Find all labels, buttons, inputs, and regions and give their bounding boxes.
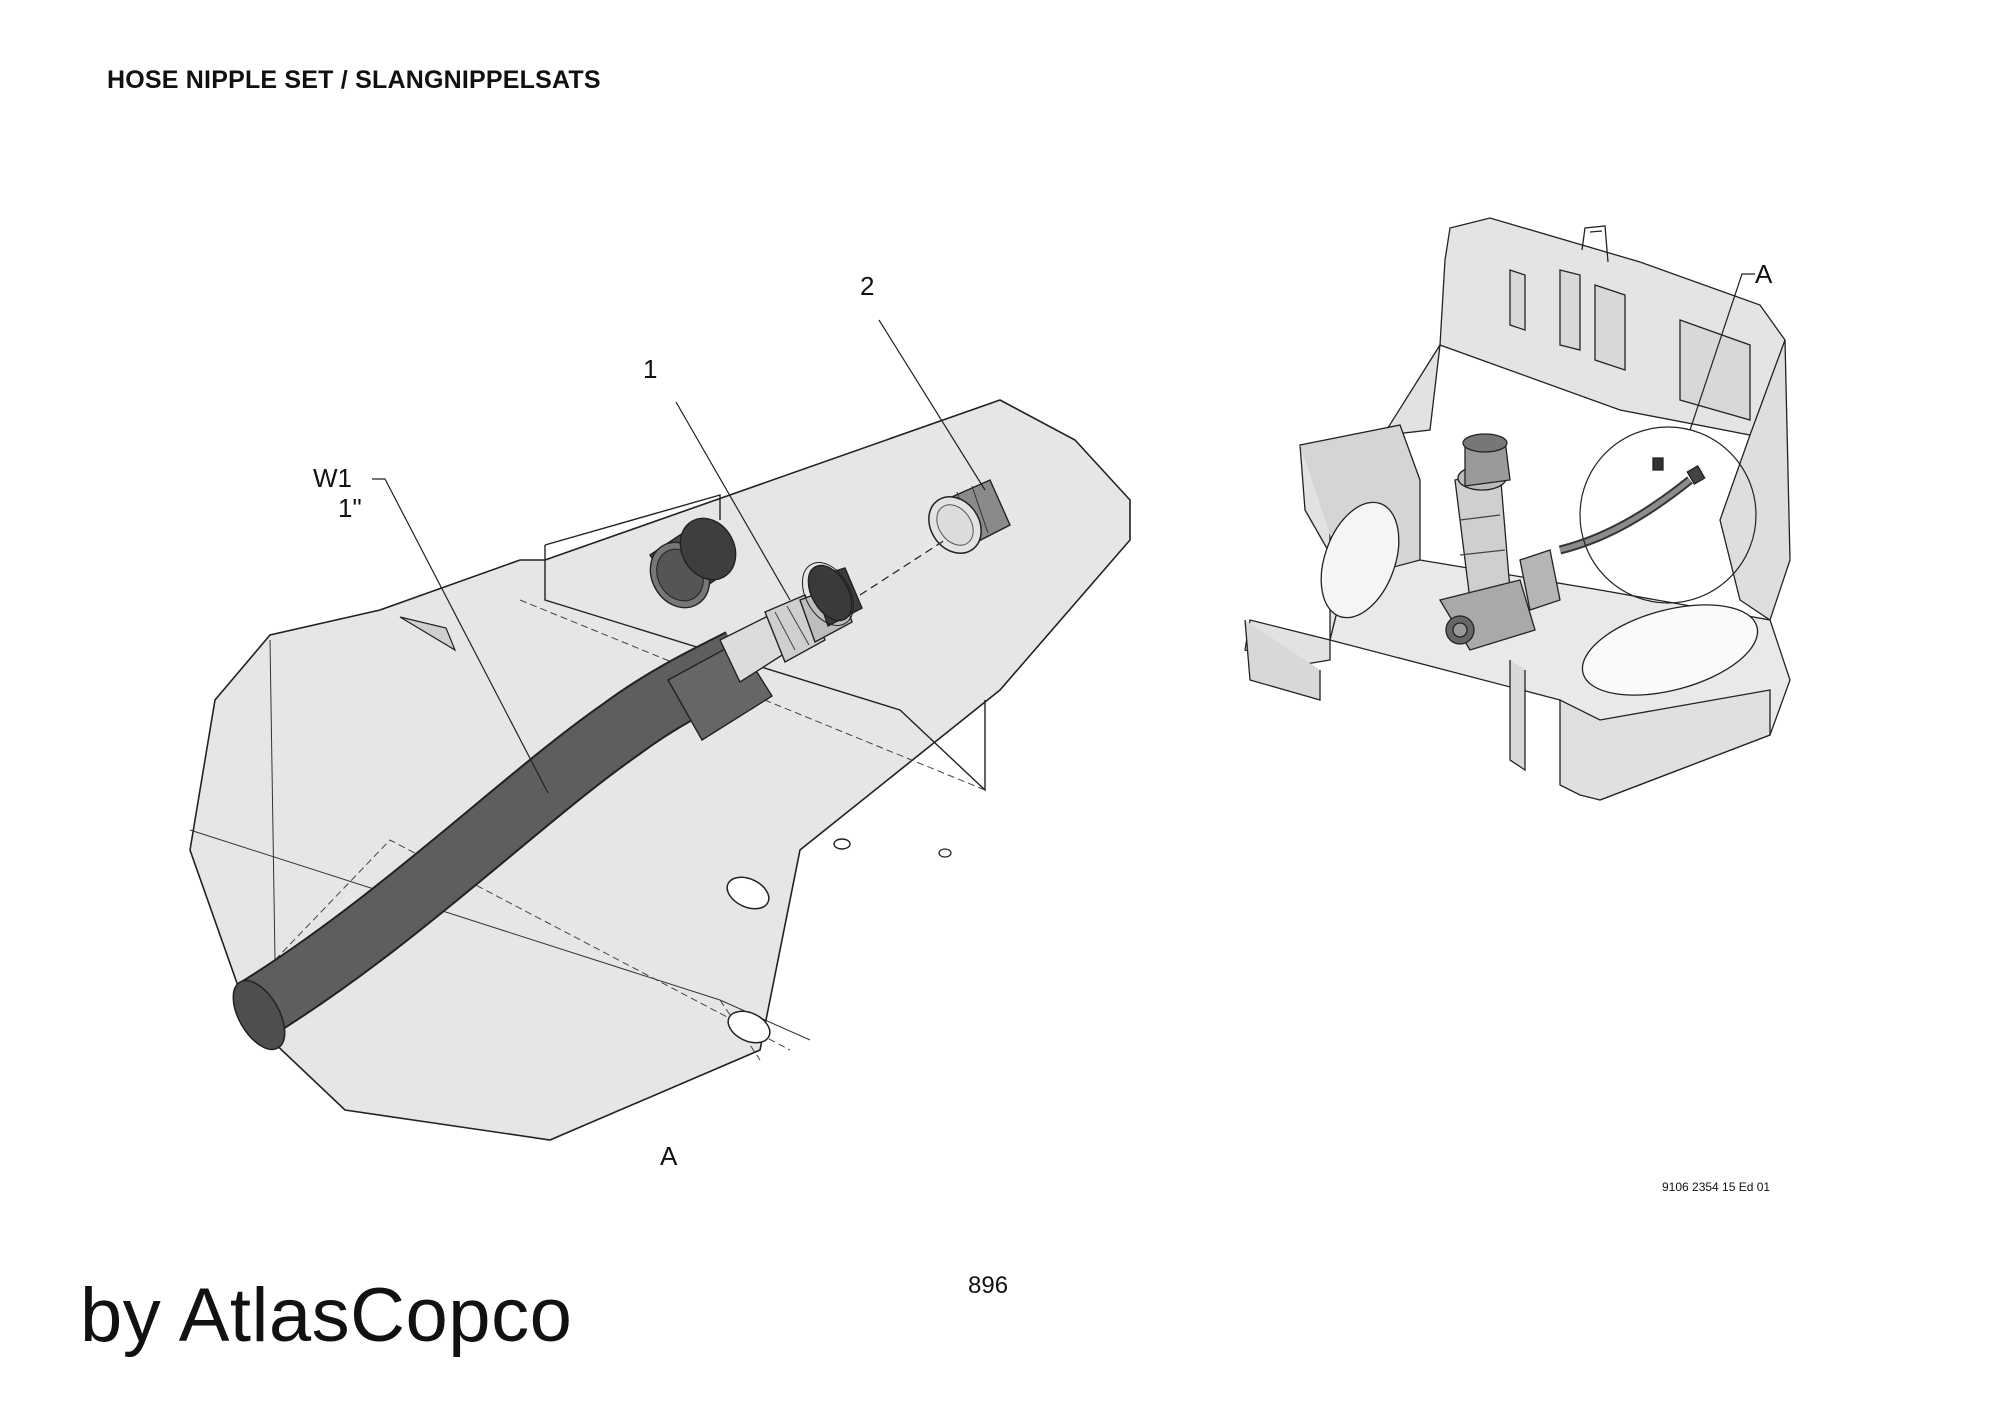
brand-watermark: by AtlasCopco (80, 1273, 573, 1358)
leader-line-w1 (372, 478, 549, 794)
plug-part (928, 479, 1011, 554)
plate-hole (833, 838, 851, 850)
mounting-plate (189, 399, 1131, 1141)
frame-rail (1244, 619, 1526, 772)
sleeve-part (649, 517, 737, 609)
frame-cutout (1581, 604, 1759, 696)
detail-a-circle (1579, 426, 1757, 604)
plate-notch (399, 616, 457, 652)
plate-hole (726, 876, 770, 910)
plate-bracket (544, 494, 986, 792)
leader-line-2 (878, 319, 986, 491)
overview-fitting (1686, 465, 1706, 485)
page-title: HOSE NIPPLE SET / SLANGNIPPELSATS (107, 66, 601, 94)
leader-line-1 (675, 401, 791, 601)
leader-line-a (1689, 273, 1755, 431)
overview-hose (1559, 478, 1692, 553)
page-number: 896 (968, 1272, 1009, 1299)
detail-view-label: A (660, 1141, 678, 1171)
overview-view-label: A (1755, 259, 1773, 289)
frame-panel (1509, 269, 1751, 421)
frame-cutout (1320, 501, 1400, 619)
detail-a-view: 1 2 W1 1" A (189, 271, 1131, 1171)
pump-assembly (1438, 433, 1561, 651)
assembly-axis (859, 539, 946, 596)
lifting-handle (1581, 225, 1609, 263)
callout-hose-ref: W1 (313, 463, 352, 493)
frame-right-side (1719, 339, 1791, 622)
hose-end (232, 979, 286, 1051)
frame-front-plate (1559, 689, 1771, 801)
plate-hole (938, 848, 952, 858)
callout-item-1: 1 (643, 354, 657, 384)
overview-fitting (1652, 457, 1664, 471)
callout-item-2: 2 (860, 271, 874, 301)
machine-overview (1244, 217, 1791, 801)
document-number: 9106 2354 15 Ed 01 (1662, 1180, 1771, 1194)
plate-hole (727, 1010, 771, 1044)
hose-nipple-part (719, 562, 863, 684)
callout-hose-size: 1" (338, 493, 362, 523)
